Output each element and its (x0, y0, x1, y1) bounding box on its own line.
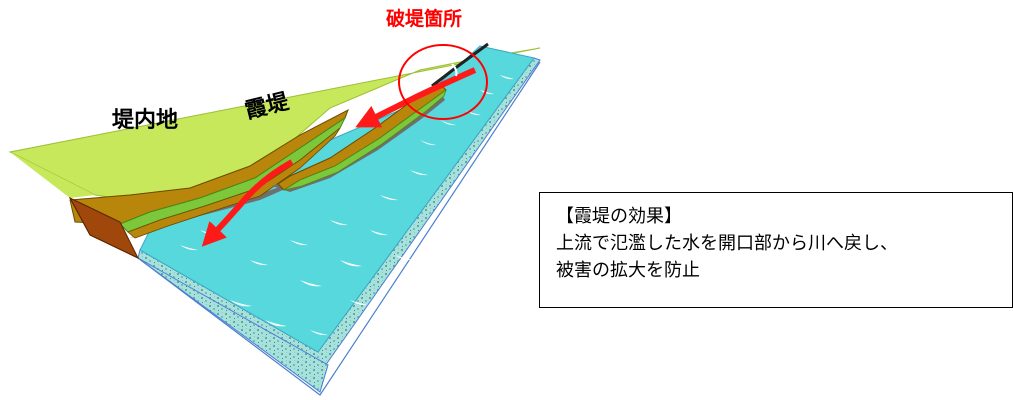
inland-ground-back (10, 152, 95, 198)
breach-circle (398, 44, 488, 120)
return-flow-arrow (201, 159, 294, 247)
effect-title: 【霞堤の効果】 (556, 206, 682, 227)
effect-line-1: 上流で氾濫した水を開口部から川へ戻し、 (556, 233, 898, 254)
riverbed-front-face (137, 257, 329, 393)
effect-description-box: 【霞堤の効果】 上流で氾濫した水を開口部から川へ戻し、 被害の拡大を防止 (539, 192, 1013, 308)
upstream-crest-line (431, 42, 489, 88)
overflow-arrow-upper (355, 67, 477, 128)
effect-line-2: 被害の拡大を防止 (556, 260, 700, 281)
water-waves (180, 75, 514, 336)
inland-area-label: 堤内地 (112, 108, 179, 133)
breach-point-label: 破堤箇所 (386, 8, 463, 30)
